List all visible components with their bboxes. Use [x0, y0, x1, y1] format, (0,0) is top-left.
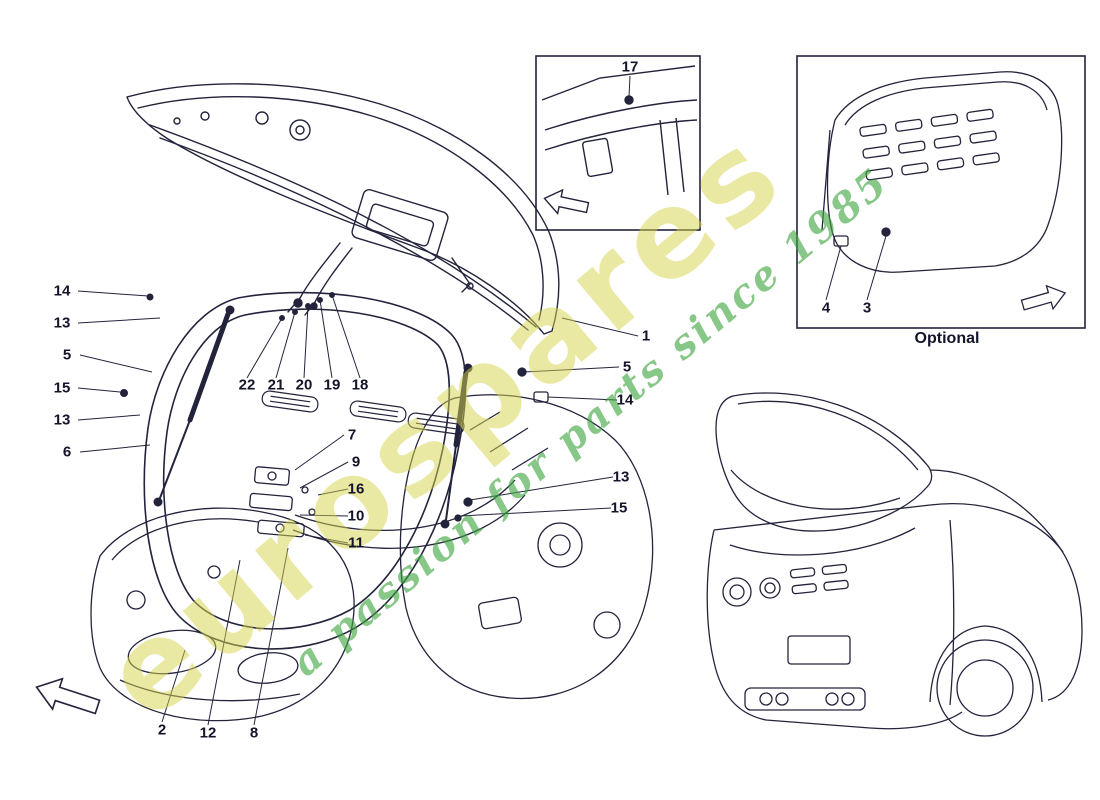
gas-strut-left — [153, 305, 235, 507]
optional-label: Optional — [914, 330, 980, 347]
direction-arrow-icon — [35, 677, 101, 715]
vent-grilles-drawing — [261, 390, 465, 435]
latch-mechanism-drawing — [249, 466, 526, 549]
car-open-lid-drawing — [706, 392, 1083, 737]
inset-roof-detail — [535, 55, 701, 231]
tailgate-lid-drawing — [126, 83, 560, 335]
inset-optional-detail — [796, 55, 1086, 329]
body-structure-drawing — [399, 367, 654, 700]
bumper-drawing — [90, 507, 355, 722]
leader-lines — [77, 75, 887, 726]
tailgate-seal-drawing — [143, 291, 467, 650]
